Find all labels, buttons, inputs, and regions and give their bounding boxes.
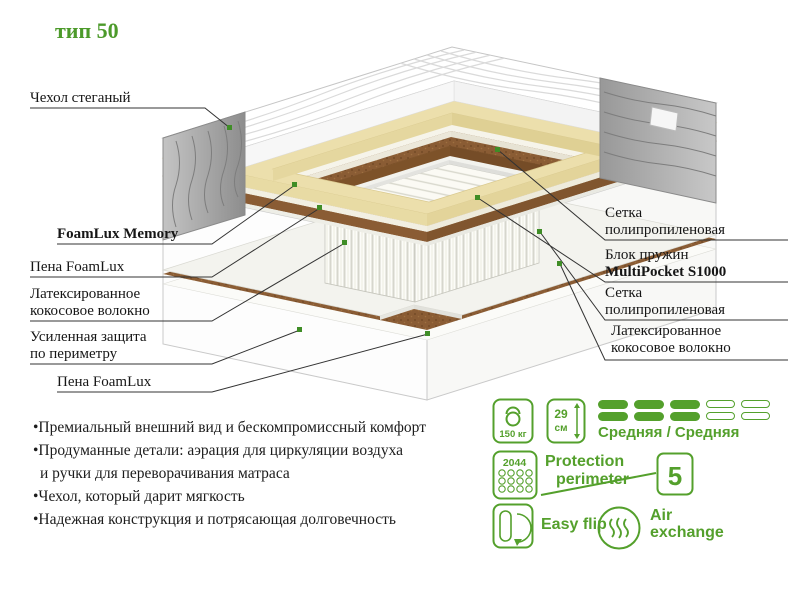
firmness-dash-filled bbox=[634, 412, 664, 421]
feature-item: и ручки для переворачивания матраса bbox=[40, 465, 290, 482]
protection-label-line1: Protection bbox=[545, 453, 625, 470]
weight-icon: 150 кг bbox=[492, 398, 534, 444]
svg-text:см: см bbox=[555, 423, 568, 434]
height-icon: 29 см bbox=[546, 398, 586, 444]
air-exchange-label-line1: Air bbox=[650, 507, 673, 524]
firmness-dash-filled bbox=[670, 412, 700, 421]
features-list: •Премиальный внешний вид и бескомпромисс… bbox=[33, 416, 426, 531]
firmness-dash-empty bbox=[706, 412, 735, 420]
firmness-dash-filled bbox=[598, 412, 628, 421]
svg-text:150 кг: 150 кг bbox=[499, 429, 526, 440]
feature-item: •Продуманные детали: аэрация для циркуля… bbox=[33, 442, 403, 459]
brand-tag bbox=[649, 106, 679, 132]
firmness-dash-empty bbox=[741, 400, 770, 408]
feature-item: •Премиальный внешний вид и бескомпромисс… bbox=[33, 419, 426, 436]
side-panel-right bbox=[599, 77, 717, 204]
firmness-dash-empty bbox=[706, 400, 735, 408]
svg-text:5: 5 bbox=[668, 461, 682, 491]
air-exchange-icon bbox=[597, 506, 641, 550]
springs-count-icon: 2044 bbox=[492, 450, 538, 500]
protection-perimeter-underline bbox=[540, 472, 657, 496]
callout-cover: Чехол стеганый bbox=[30, 90, 131, 106]
callout-foamlux-foam: Пена FoamLux bbox=[30, 259, 125, 275]
feature-item: •Надежная конструкция и потрясающая долг… bbox=[33, 511, 396, 528]
svg-text:29: 29 bbox=[554, 407, 568, 421]
firmness-label: Средняя / Средняя bbox=[598, 424, 740, 441]
protection-label-line2: perimeter bbox=[556, 471, 629, 488]
callout-markers bbox=[227, 125, 562, 336]
svg-text:2044: 2044 bbox=[503, 457, 527, 469]
easy-flip-icon bbox=[492, 503, 534, 549]
easy-flip-label: Easy flip bbox=[541, 516, 607, 533]
quilt-pattern bbox=[174, 49, 706, 150]
callout-foamlux-foam-bottom: Пена FoamLux bbox=[57, 374, 152, 390]
firmness-dash-filled bbox=[670, 400, 700, 409]
firmness-dash-filled bbox=[634, 400, 664, 409]
page-title: тип 50 bbox=[55, 18, 119, 43]
side-panel-left bbox=[162, 111, 246, 241]
firmness-scale bbox=[598, 400, 770, 424]
warranty-5-icon: 5 bbox=[656, 452, 694, 496]
callout-foamlux-memory: FoamLux Memory bbox=[57, 226, 179, 242]
firmness-dash-empty bbox=[741, 412, 770, 420]
firmness-dash-filled bbox=[598, 400, 628, 409]
air-exchange-label-line2: exchange bbox=[650, 524, 724, 541]
leader-lines bbox=[30, 107, 788, 393]
feature-item: •Чехол, который дарит мягкость bbox=[33, 488, 245, 505]
